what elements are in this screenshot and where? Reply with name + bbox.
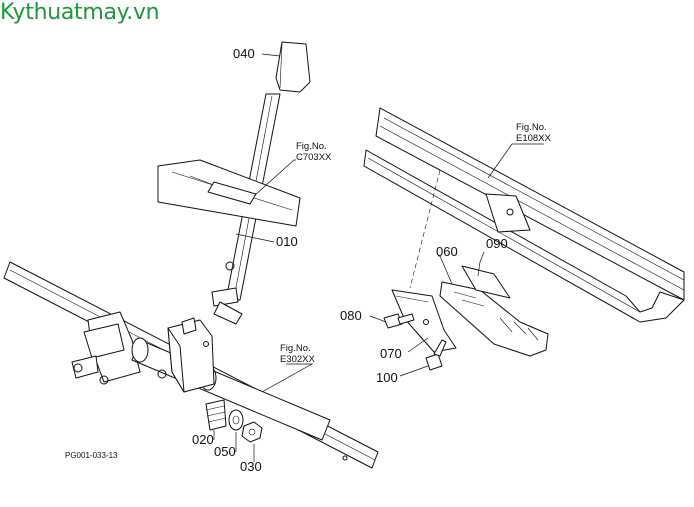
part-label-010: 010 [276, 234, 298, 249]
figref-c703-no: C703XX [296, 152, 332, 163]
bolt-080 [383, 313, 415, 329]
part-label-080: 080 [340, 308, 362, 323]
figref-e302-no: E302XX [280, 354, 316, 365]
leader-lines [213, 53, 544, 462]
part-label-070: 070 [380, 346, 402, 361]
lever-knob [275, 41, 311, 93]
part-label-090: 090 [486, 236, 508, 251]
figref-e108-fig: Fig.No. [516, 122, 547, 133]
spring [205, 399, 227, 431]
figref-c703-fig: Fig.No. [296, 141, 327, 152]
hinge-bracket [71, 311, 141, 385]
washer [228, 409, 244, 431]
site-watermark: Kythuatmay.vn [0, 0, 160, 25]
lever-clamp [157, 317, 215, 393]
frame-rail [363, 107, 685, 323]
part-label-040: 040 [233, 46, 255, 61]
figref-e302-fig: Fig.No. [280, 343, 311, 354]
small-plate [461, 265, 511, 299]
alignment-line [409, 169, 441, 289]
lever-guide-plate [157, 159, 301, 227]
cover-plate [439, 281, 549, 357]
bolt-100 [425, 339, 447, 371]
nut [241, 421, 263, 443]
part-label-060: 060 [436, 244, 458, 259]
part-label-030: 030 [240, 459, 262, 474]
diagram-code: PG001-033-13 [65, 451, 118, 460]
part-label-100: 100 [376, 370, 398, 385]
part-label-050: 050 [214, 444, 236, 459]
part-label-020: 020 [192, 432, 214, 447]
figref-e108-no: E108XX [516, 133, 552, 144]
